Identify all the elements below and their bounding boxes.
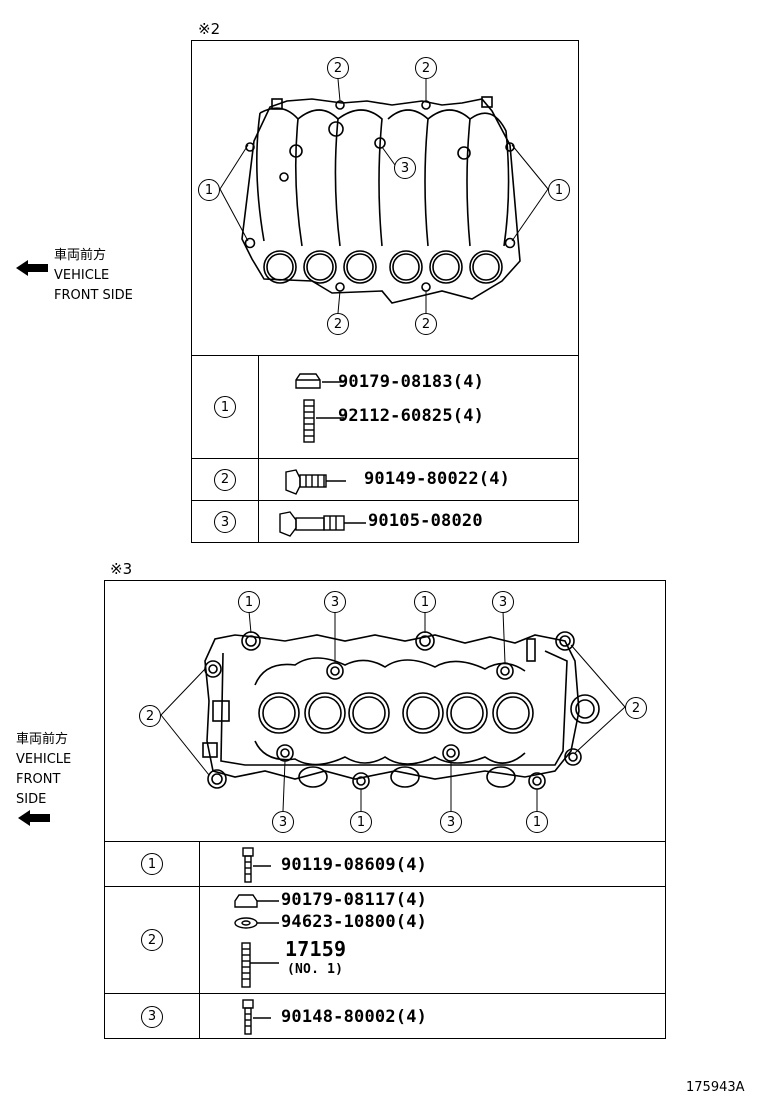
part-note-no-1: (NO. 1)	[287, 962, 344, 977]
bottom-table-row-3: 3 90148-80002(4)	[105, 994, 665, 1039]
part-number-90119-08609: 90119-08609(4)	[281, 855, 428, 875]
bottom-table-row-2: 2 90179-08117(4) 94623-10800(4) 17159	[105, 887, 665, 994]
callout-1-top-a: 1	[238, 591, 260, 613]
row-key-1: 1	[214, 396, 236, 418]
front-arrow-icon	[16, 260, 48, 276]
direction-en-1-bottom: VEHICLE	[16, 752, 72, 767]
front-arrow-icon-bottom	[18, 810, 50, 826]
callout-3-top-a: 3	[324, 591, 346, 613]
flange-bolt-long-icon	[279, 511, 366, 537]
direction-jp: 車両前方	[54, 248, 107, 263]
top-table-row-1: 1 90179-08183(4) 92112-60825(4)	[192, 356, 578, 459]
vehicle-front-direction-top: 車両前方 VEHICLE FRONT SIDE	[14, 246, 133, 306]
part-number-90149-80022: 90149-80022(4)	[364, 469, 511, 489]
row-key-3-bottom: 3	[141, 1005, 163, 1028]
intake-manifold-bottom-drawing	[160, 610, 626, 812]
row-key-2: 2	[214, 468, 236, 491]
top-parts-table: 1 90179-08183(4) 92112-60825(4) 2	[192, 355, 578, 543]
bottom-table-row-1: 1 90119-08609(4)	[105, 842, 665, 887]
figure-number: 175943A	[686, 1080, 745, 1095]
callout-1-left: 1	[198, 179, 220, 201]
callout-3-bottom-a: 3	[272, 811, 294, 833]
row-key-3: 3	[214, 511, 236, 533]
top-table-row-2: 2 90149-80022(4)	[192, 459, 578, 501]
callout-2-bottom-left: 2	[327, 313, 349, 335]
direction-en-3-bottom: SIDE	[16, 792, 47, 807]
part-number-90179-08117: 90179-08117(4)	[281, 890, 428, 910]
bottom-parts-table: 1 90119-08609(4) 2	[105, 841, 665, 1039]
direction-en-2: FRONT SIDE	[54, 288, 133, 303]
callout-2-left: 2	[139, 705, 161, 727]
section-mark-3: ※3	[110, 560, 133, 578]
top-table-row-3: 3 90105-08020	[192, 501, 578, 543]
bolt-icon-3	[242, 999, 271, 1035]
part-number-17159: 17159	[285, 937, 347, 961]
row-key-1-bottom: 1	[141, 853, 163, 875]
part-number-90105-08020: 90105-08020	[368, 511, 483, 531]
part-number-90179-08183: 90179-08183(4)	[338, 372, 485, 392]
nut-washer-stud-icon	[234, 894, 279, 988]
flange-bolt-short-icon	[285, 469, 346, 495]
top-panel: 2 2 2 2 1 1 3 1 90179-08183(4) 92112-6	[191, 40, 579, 543]
vehicle-front-direction-bottom: 車両前方 VEHICLE FRONT SIDE	[16, 730, 72, 826]
callout-2-top-right: 2	[415, 57, 437, 79]
bolt-icon	[242, 847, 271, 883]
part-number-92112-60825: 92112-60825(4)	[338, 406, 485, 426]
callout-2-top-left: 2	[327, 57, 349, 79]
bottom-panel: 1 3 1 3 2 2 3 1 3 1 1 90119-08609(4) 2	[104, 580, 666, 1039]
flange-nut-and-stud-icon	[295, 373, 344, 443]
intake-manifold-top-drawing	[219, 78, 549, 314]
callout-3: 3	[394, 157, 416, 179]
callout-1-bottom-a: 1	[350, 811, 372, 833]
direction-en-1: VEHICLE	[54, 268, 110, 283]
callout-1-top-b: 1	[414, 591, 436, 613]
direction-en-2-bottom: FRONT	[16, 772, 61, 787]
callout-1-bottom-b: 1	[526, 811, 548, 833]
callout-2-right: 2	[625, 697, 647, 719]
direction-jp-bottom: 車両前方	[16, 732, 69, 747]
callout-3-bottom-b: 3	[440, 811, 462, 833]
part-number-90148-80002: 90148-80002(4)	[281, 1007, 428, 1027]
section-mark-2: ※2	[198, 20, 221, 38]
row-key-2-bottom: 2	[141, 929, 163, 951]
part-number-94623-10800: 94623-10800(4)	[281, 912, 428, 932]
callout-3-top-b: 3	[492, 591, 514, 613]
callout-1-right: 1	[548, 179, 570, 201]
callout-2-bottom-right: 2	[415, 313, 437, 335]
